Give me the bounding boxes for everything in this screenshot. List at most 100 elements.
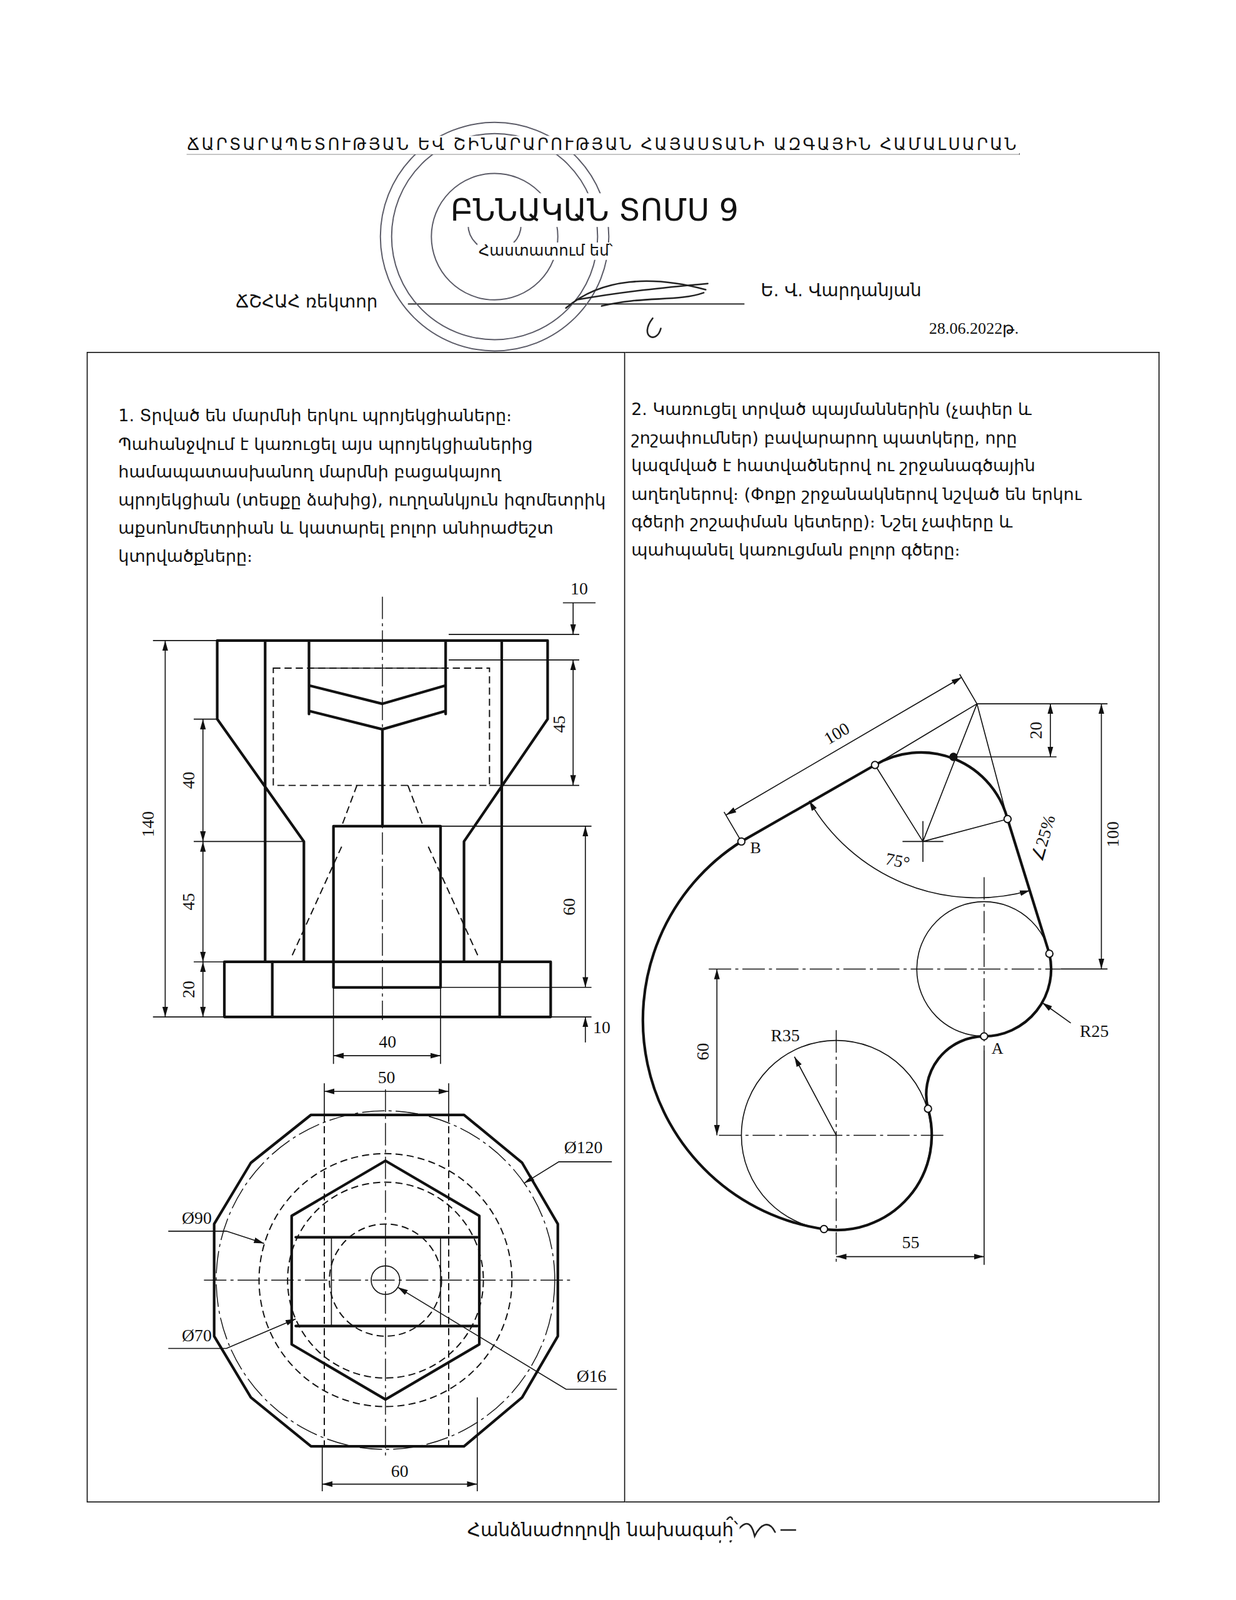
diameter-label: Ø70 <box>180 1326 213 1346</box>
dimension-line <box>322 1397 478 1491</box>
tangent-point <box>737 752 1053 1233</box>
dimension-line <box>809 800 1030 898</box>
dimension-label: 140 <box>139 809 159 838</box>
dimension-line <box>1101 703 1103 969</box>
angle-label: 75° <box>882 849 913 875</box>
dimension-label: 55 <box>901 1233 921 1253</box>
dimension-line <box>716 968 718 1135</box>
dimension-line <box>716 674 1108 1265</box>
dimension-label: 100 <box>1104 820 1123 849</box>
dimension-line <box>202 961 204 1017</box>
leader-line <box>397 1287 617 1390</box>
dimension-label: 10 <box>569 579 589 599</box>
dimension-line <box>1049 703 1052 757</box>
slope-label: ∠25% <box>1028 812 1061 865</box>
top-view <box>287 1181 484 1378</box>
exam-title: ԲՆՆԱԿԱՆ ՏՈՄՍ 9 <box>449 193 740 227</box>
dimension-label: 40 <box>179 770 199 790</box>
dimension-line <box>202 841 204 962</box>
dimension-line <box>724 674 1108 1265</box>
dimension-line <box>322 1082 478 1491</box>
university-name: ՃԱՐՏԱՐԱՊԵՏՈՒԹՅԱՆ ԵՎ ՇԻՆԱՐԱՐՈՒԹՅԱՆ ՀԱՅԱՍՏ… <box>186 135 1020 154</box>
leader-line <box>524 1161 612 1183</box>
leader-line <box>168 1161 617 1390</box>
tangency-figure <box>708 877 1061 1265</box>
dimension-line <box>164 640 167 1017</box>
rector-title: ՃՇՀԱՀ ռեկտոր <box>234 292 379 312</box>
tangency-figure <box>741 1040 932 1231</box>
top-view <box>291 1160 480 1400</box>
dimension-label: 60 <box>389 1462 410 1481</box>
tangent-point <box>1046 949 1053 957</box>
top-view <box>295 1237 477 1326</box>
task-panel: 1. Տրված են մարմնի երկու պրոյեկցիաները։ … <box>86 351 626 1503</box>
dimension-label: 40 <box>378 1032 398 1052</box>
top-view <box>329 1223 442 1336</box>
front-view <box>224 961 551 1017</box>
dimension-line <box>153 603 596 1065</box>
dimension-label: 60 <box>560 896 580 917</box>
dimension-line <box>153 640 305 1017</box>
approval-note: Հաստատում եմ՝ <box>477 242 614 260</box>
dimension-label: 10 <box>591 1018 612 1038</box>
top-view <box>331 1237 441 1326</box>
diameter-label: Ø120 <box>563 1138 604 1158</box>
dimension-line <box>726 677 962 815</box>
dimension-line <box>333 1054 441 1057</box>
dimension-label: 20 <box>1027 720 1047 740</box>
header-rule <box>408 303 745 305</box>
dimension-label: 60 <box>694 1041 713 1062</box>
tangent-point <box>1004 815 1012 823</box>
dimension-line <box>572 603 574 635</box>
committee-chair: Հանձնաժողովի նախագահ՝ <box>466 1519 740 1540</box>
diameter-label: Ø90 <box>180 1209 213 1228</box>
tangent-point <box>871 761 879 768</box>
tangent-point <box>980 1032 988 1040</box>
dimension-line <box>836 1255 985 1258</box>
dimension-label: 45 <box>550 714 570 734</box>
task-statement: 2. Կառուցել տրված պայմաններին (չափեր և շ… <box>631 395 1103 564</box>
dimension-line <box>440 603 596 1018</box>
dimension-label: 100 <box>820 719 855 750</box>
official-stamp <box>380 122 610 352</box>
dimension-line <box>333 987 441 1064</box>
top-view <box>216 1110 555 1450</box>
official-stamp <box>380 122 610 352</box>
official-stamp <box>431 173 558 300</box>
task-panel: 2. Կառուցել տրված պայմաններին (չափեր և շ… <box>624 351 1160 1503</box>
top-view <box>371 1265 400 1295</box>
diameter-label: Ø16 <box>575 1367 608 1386</box>
task-statement: 1. Տրված են մարմնի երկու պրոյեկցիաները։ … <box>118 401 606 570</box>
point-label: A <box>990 1039 1005 1058</box>
dimension-label: 50 <box>376 1068 397 1088</box>
task-body: 1. Տրված են մարմնի երկու պրոյեկցիաները։ … <box>118 401 606 570</box>
dimension-line <box>794 1056 837 1136</box>
dimension-line <box>1042 1002 1072 1023</box>
leader-line <box>168 1318 296 1348</box>
front-view <box>217 640 549 962</box>
tangency-figure <box>642 752 1052 1230</box>
dimension-line <box>322 1483 478 1485</box>
official-stamp <box>391 133 599 340</box>
radius-label: R35 <box>769 1026 802 1046</box>
task-body: 2. Կառուցել տրված պայմաններին (չափեր և շ… <box>631 395 1103 564</box>
tangent-point <box>949 752 957 760</box>
rector-name: Ե. Վ. Վարդանյան <box>759 281 923 300</box>
dimension-label: 45 <box>179 891 199 912</box>
dimension-line <box>324 1090 449 1092</box>
dimension-line <box>202 719 204 842</box>
front-view <box>273 667 490 786</box>
dimension-line <box>324 1082 449 1115</box>
date: 28.06.2022թ. <box>927 319 1020 338</box>
top-view <box>259 1153 513 1407</box>
dimension-line <box>584 826 587 988</box>
tangent-point <box>820 1225 828 1233</box>
header-rule <box>186 153 1020 304</box>
top-view <box>324 1114 449 1446</box>
radius-label: R25 <box>1078 1022 1110 1042</box>
tangent-point <box>924 1104 932 1112</box>
dimension-line <box>572 659 574 786</box>
